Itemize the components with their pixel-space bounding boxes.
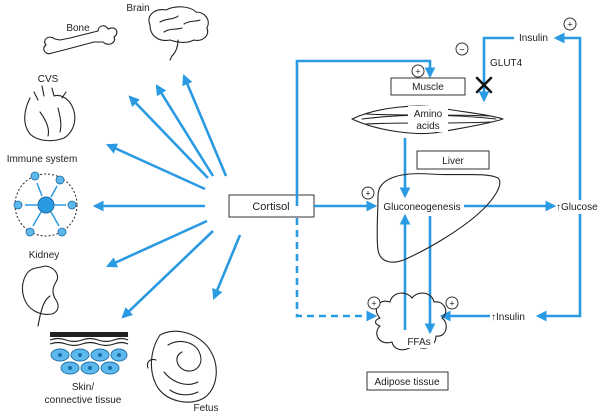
adipose-tissue-label: Adipose tissue	[374, 377, 439, 388]
kidney-icon	[21, 265, 59, 327]
arrow-cortisol-to-muscle	[295, 59, 436, 206]
plus-sign-insulin-top: +	[567, 20, 572, 30]
brain-label: Brain	[126, 3, 149, 14]
bone-label: Bone	[66, 23, 90, 34]
immune-label: Immune system	[7, 154, 78, 165]
muscle-box	[390, 77, 466, 96]
minus-sign-glut4: −	[459, 45, 464, 55]
gluconeogenesis-bg	[382, 200, 464, 213]
bone-icon	[43, 25, 118, 55]
fetus-icon	[146, 330, 217, 403]
plus-sign-insulin-bottom: +	[449, 299, 454, 309]
skin-label-line2: connective tissue	[45, 395, 122, 406]
minus-circle-glut4	[455, 42, 469, 56]
plus-circle-adipose	[367, 296, 381, 310]
plus-sign-gluconeogenesis: +	[365, 189, 370, 199]
radial-arrows	[92, 73, 242, 319]
amino-label-line1: Amino	[414, 109, 443, 120]
cvs-label: CVS	[38, 74, 59, 85]
arrow-to-brain	[182, 73, 228, 177]
arrow-glucose-to-insulin	[553, 32, 582, 200]
liver-box	[416, 150, 490, 170]
gluconeogenesis-label: Gluconeogenesis	[383, 202, 460, 213]
arrow-to-immune-upper	[106, 143, 206, 191]
immune-cells-icon	[13, 171, 78, 237]
kidney-label: Kidney	[29, 250, 60, 261]
arrow-to-bone	[155, 84, 215, 177]
plus-circle-insulin-bottom	[445, 296, 459, 310]
arrow-insulin-to-glut4	[478, 36, 514, 103]
plus-sign-adipose: +	[371, 299, 376, 309]
skin-label-line1: Skin/	[72, 382, 94, 393]
adipose-tissue-box	[366, 371, 449, 391]
arrow-cortisol-to-adipose	[295, 218, 378, 322]
insulin-top-label: Insulin	[519, 33, 548, 44]
heart-icon	[24, 85, 76, 142]
muscle-label: Muscle	[412, 82, 444, 93]
sign-circles: + − + + + +	[361, 17, 577, 310]
arrow-to-skin	[121, 230, 214, 319]
cortisol-label: Cortisol	[252, 201, 289, 213]
plus-circle-gluconeogenesis	[361, 186, 375, 200]
plus-circle-insulin-top	[563, 17, 577, 31]
skin-tissue-icon	[49, 332, 129, 375]
arrow-to-kidney	[106, 219, 208, 268]
insulin-bottom-label: ↑Insulin	[491, 312, 525, 323]
plus-circle-muscle	[411, 64, 425, 78]
arrow-glucose-to-insulin-bottom	[535, 214, 582, 322]
brain-icon	[148, 6, 209, 61]
glut4-label: GLUT4	[490, 58, 523, 69]
arrow-to-cvs	[128, 95, 209, 179]
liver-label: Liver	[442, 156, 464, 167]
arrow-to-fetus	[212, 234, 242, 301]
block-x-icon	[475, 76, 493, 94]
metabolic-arrows	[295, 32, 582, 335]
liver-icon	[376, 173, 501, 263]
ffas-bg	[404, 336, 434, 348]
adipose-icon	[374, 292, 447, 351]
ffas-label: FFAs	[407, 337, 430, 348]
glucose-label: ↑Glucose	[556, 202, 598, 213]
amino-label-line2: acids	[416, 121, 439, 132]
amino-label-bg	[408, 106, 448, 132]
plus-sign-muscle: +	[415, 67, 420, 77]
fetus-label: Fetus	[193, 403, 218, 414]
